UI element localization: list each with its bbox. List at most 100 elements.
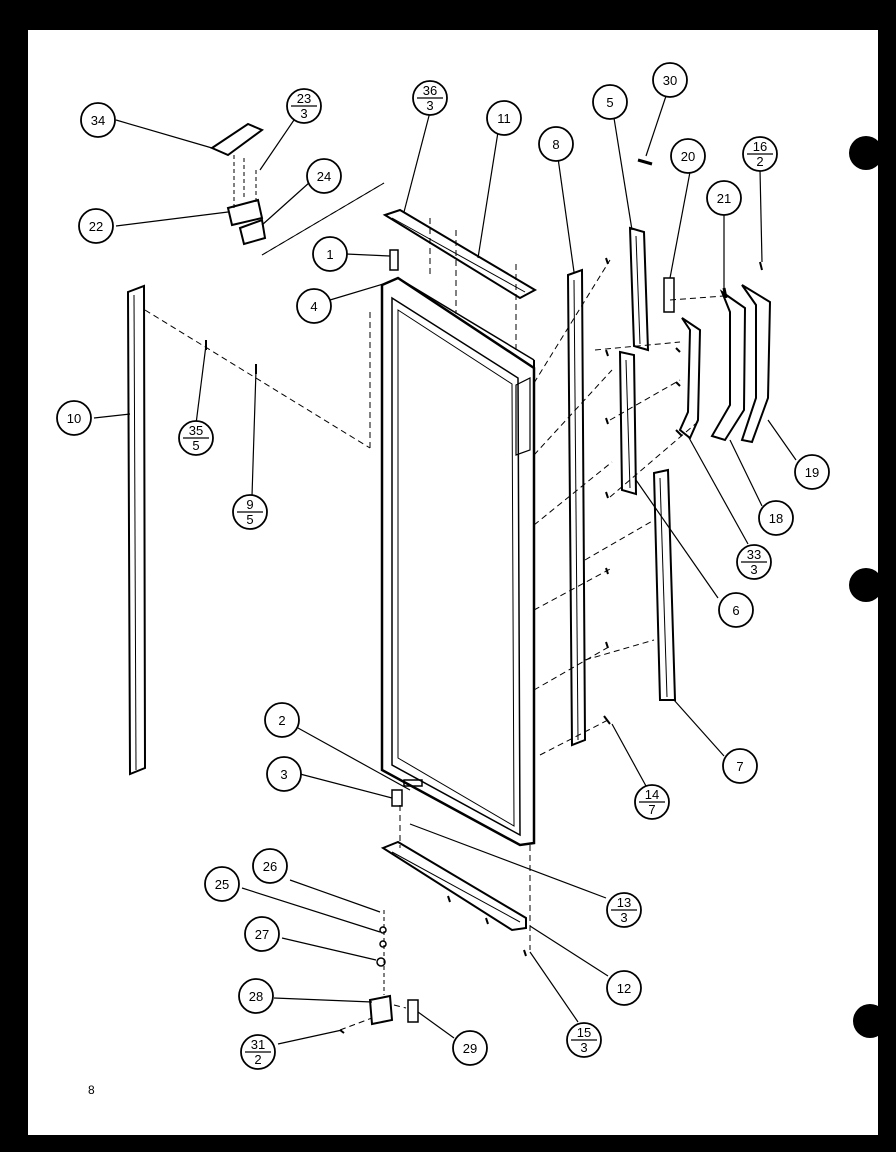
callout-number: 5 — [606, 95, 613, 110]
callout-24: 24 — [306, 158, 342, 194]
part-6 — [618, 350, 638, 496]
callout-36: 363 — [412, 80, 448, 116]
callout-25: 25 — [204, 866, 240, 902]
callout-number: 19 — [805, 465, 819, 480]
callout-number: 24 — [317, 169, 331, 184]
callout-number: 23 — [297, 91, 311, 106]
callout-circle — [266, 756, 302, 792]
callout-number: 9 — [246, 497, 253, 512]
callout-quantity: 7 — [648, 802, 655, 817]
part-20 — [663, 277, 675, 313]
bottom-hinge — [368, 910, 419, 1026]
callout-circle — [718, 592, 754, 628]
callout-22: 22 — [78, 208, 114, 244]
binder-hole-middle — [849, 568, 883, 602]
callout-quantity: 5 — [246, 512, 253, 527]
callout-quantity: 5 — [192, 438, 199, 453]
callout-circle — [264, 702, 300, 738]
callout-circle — [244, 916, 280, 952]
door-strip-10 — [126, 284, 147, 776]
callout-27: 27 — [244, 916, 280, 952]
callout-number: 22 — [89, 219, 103, 234]
callout-quantity: 3 — [300, 106, 307, 121]
callout-quantity: 3 — [620, 910, 627, 925]
callout-circle — [538, 126, 574, 162]
part-30 — [637, 158, 653, 166]
callout-number: 30 — [663, 73, 677, 88]
callout-21: 21 — [706, 180, 742, 216]
callout-10: 10 — [56, 400, 92, 436]
screws — [205, 257, 763, 1034]
callout-35: 355 — [178, 420, 214, 456]
callout-30: 30 — [652, 62, 688, 98]
callout-number: 27 — [255, 927, 269, 942]
callout-23: 233 — [286, 88, 322, 124]
callout-26: 26 — [252, 848, 288, 884]
callout-number: 10 — [67, 411, 81, 426]
callout-number: 18 — [769, 511, 783, 526]
callout-7: 7 — [722, 748, 758, 784]
top-bracket-11 — [382, 208, 538, 300]
callout-33: 333 — [736, 544, 772, 580]
callout-15: 153 — [566, 1022, 602, 1058]
callout-circle — [592, 84, 628, 120]
callout-circle — [204, 866, 240, 902]
callout-circle — [296, 288, 332, 324]
callout-20: 20 — [670, 138, 706, 174]
callout-number: 13 — [617, 895, 631, 910]
callout-circle — [252, 848, 288, 884]
callout-number: 21 — [717, 191, 731, 206]
door-panel — [380, 276, 536, 847]
part-18 — [710, 289, 747, 442]
callout-2: 2 — [264, 702, 300, 738]
callout-34: 34 — [80, 102, 116, 138]
callout-4: 4 — [296, 288, 332, 324]
callout-number: 31 — [251, 1037, 265, 1052]
callout-1: 1 — [312, 236, 348, 272]
part-19 — [740, 284, 772, 444]
callout-16: 162 — [742, 136, 778, 172]
callout-circle — [706, 180, 742, 216]
leader-lines — [93, 95, 797, 1045]
callout-number: 29 — [463, 1041, 477, 1056]
callout-18: 18 — [758, 500, 794, 536]
door-strip-8 — [566, 268, 587, 747]
callout-12: 12 — [606, 970, 642, 1006]
callout-29: 29 — [452, 1030, 488, 1066]
part-33-strip — [678, 317, 702, 440]
callout-13: 133 — [606, 892, 642, 928]
callout-number: 4 — [310, 299, 317, 314]
callout-8: 8 — [538, 126, 574, 162]
callout-circle — [486, 100, 522, 136]
callout-layer: 3423336311853020162212422141035595191833… — [56, 62, 830, 1070]
callout-6: 6 — [718, 592, 754, 628]
callout-number: 14 — [645, 787, 659, 802]
callout-number: 28 — [249, 989, 263, 1004]
binder-hole-bottom — [853, 1004, 887, 1038]
callout-circle — [670, 138, 706, 174]
callout-quantity: 2 — [756, 154, 763, 169]
callout-number: 20 — [681, 149, 695, 164]
callout-number: 12 — [617, 981, 631, 996]
callout-11: 11 — [486, 100, 522, 136]
callout-number: 33 — [747, 547, 761, 562]
callout-28: 28 — [238, 978, 274, 1014]
callout-number: 1 — [326, 247, 333, 262]
callout-circle — [80, 102, 116, 138]
callout-quantity: 2 — [254, 1052, 261, 1067]
callout-number: 15 — [577, 1025, 591, 1040]
callout-14: 147 — [634, 784, 670, 820]
callout-number: 6 — [732, 603, 739, 618]
callout-number: 25 — [215, 877, 229, 892]
binder-hole-top — [849, 136, 883, 170]
callout-number: 34 — [91, 113, 105, 128]
callout-31: 312 — [240, 1034, 276, 1070]
callout-number: 16 — [753, 139, 767, 154]
callout-circle — [652, 62, 688, 98]
callout-circle — [758, 500, 794, 536]
part-7 — [652, 468, 677, 701]
callout-5: 5 — [592, 84, 628, 120]
callout-number: 26 — [263, 859, 277, 874]
callout-circle — [722, 748, 758, 784]
bottom-bracket-12 — [380, 840, 527, 932]
